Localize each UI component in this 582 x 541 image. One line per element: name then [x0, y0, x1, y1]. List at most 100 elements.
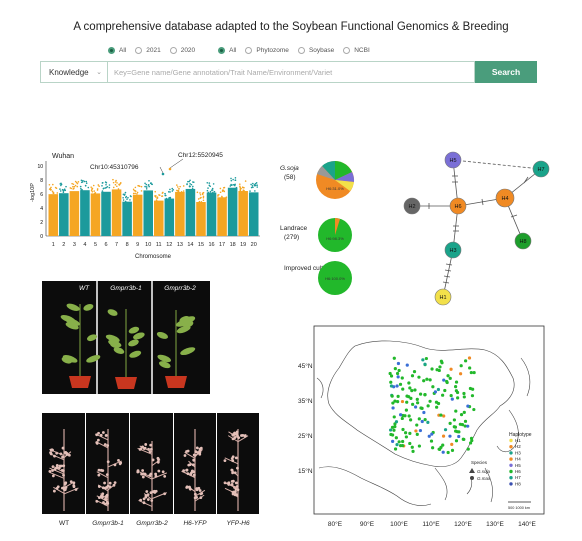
- chromosome-tick: 8: [126, 242, 129, 248]
- snp-point: [122, 193, 125, 196]
- snp-point: [199, 197, 202, 199]
- snp-point: [219, 191, 222, 194]
- snp-point: [182, 185, 185, 187]
- snp-point: [155, 199, 158, 201]
- chromosome-tick: 11: [156, 242, 162, 248]
- snp-point: [82, 179, 84, 182]
- accession-point: [390, 394, 394, 398]
- snp-point: [256, 184, 258, 186]
- chromosome-band: [111, 189, 122, 236]
- pie-center-label: H6:100.0%: [325, 276, 345, 281]
- accession-point: [466, 447, 470, 451]
- snp-point: [56, 192, 59, 194]
- plants-top-group: [60, 303, 196, 389]
- accession-point: [466, 404, 470, 408]
- snp-point: [176, 184, 178, 186]
- accession-point: [401, 387, 405, 391]
- snp-point: [254, 190, 256, 192]
- snp-point: [202, 196, 205, 199]
- plant-image: [48, 429, 79, 511]
- snp-point: [122, 199, 125, 201]
- snp-point: [115, 179, 117, 182]
- accession-point: [457, 430, 461, 434]
- snp-point: [234, 184, 236, 187]
- haplotype-node-label: H1: [439, 295, 446, 301]
- haplotype-node-h7: [532, 160, 550, 178]
- snp-point: [198, 200, 201, 203]
- haplotype-node-label: H7: [537, 167, 544, 173]
- radio-source-soybase[interactable]: Soybase: [297, 47, 334, 54]
- snp-point: [148, 185, 150, 188]
- snp-point: [105, 183, 107, 186]
- snp-point: [230, 179, 233, 182]
- snp-point: [97, 184, 100, 186]
- accession-point: [422, 410, 426, 415]
- accession-point: [411, 449, 415, 454]
- accession-point: [460, 423, 465, 427]
- manhattan-location: Wuhan: [52, 153, 74, 160]
- snp-point: [207, 187, 209, 189]
- radio-source-all[interactable]: All: [218, 47, 236, 54]
- accession-point: [396, 361, 401, 366]
- manhattan-columns: [48, 167, 259, 236]
- lon-label: 80°E: [328, 520, 343, 528]
- pie-group-name: G.soja: [280, 165, 299, 172]
- chromosome-band: [185, 188, 196, 236]
- radio-year-2020[interactable]: 2020: [169, 47, 195, 54]
- snp-point: [252, 186, 254, 189]
- haplotype-node-label: H5: [449, 158, 456, 164]
- pie-gsoja: H6:31.0%: [316, 160, 355, 199]
- snp-point: [217, 195, 219, 197]
- snp-point: [171, 187, 174, 190]
- radio-source-phytozome[interactable]: Phytozome: [245, 47, 289, 54]
- search-input[interactable]: [108, 61, 475, 83]
- snp-point: [178, 187, 180, 190]
- snp-point: [150, 182, 152, 184]
- snp-point: [140, 190, 143, 192]
- snp-point: [206, 189, 209, 192]
- snp-point: [180, 190, 183, 193]
- snp-point: [169, 197, 172, 199]
- snp-point: [112, 178, 114, 181]
- snp-point: [127, 196, 129, 199]
- snp-point: [108, 186, 111, 189]
- accession-point: [468, 386, 473, 391]
- snp-point: [62, 191, 65, 194]
- snp-point: [211, 189, 214, 191]
- snp-point: [167, 191, 170, 193]
- snp-point: [74, 184, 77, 187]
- snp-point: [189, 182, 191, 185]
- snp-point: [126, 198, 128, 200]
- radio-year-all[interactable]: All: [108, 47, 126, 54]
- map-points: [388, 356, 476, 455]
- category-select[interactable]: Knowledge ⌄: [40, 61, 108, 83]
- manhattan-plot-figure: Wuhan Chr10:45310796 Chr12:5520945 -log1…: [28, 146, 268, 264]
- plant-photos-top: WT Gmprr3b-1 Gmprr3b-2: [42, 281, 210, 394]
- pie-group-count: (58): [284, 174, 296, 181]
- radio-source-ncbi[interactable]: NCBI: [343, 47, 370, 54]
- snp-point: [87, 186, 90, 189]
- snp-point: [129, 199, 131, 201]
- snp-point: [235, 186, 238, 189]
- snp-point: [90, 189, 93, 192]
- snp-point: [59, 190, 62, 192]
- snp-point: [129, 195, 132, 197]
- haplotype-node-label: H2: [408, 204, 415, 210]
- legend-item: H8: [515, 481, 521, 486]
- chromosome-band: [175, 191, 185, 236]
- accession-point: [454, 389, 458, 393]
- plant-image: [156, 310, 196, 388]
- accession-point: [452, 425, 456, 429]
- plant-label-mut1: Gmprr3b-1: [110, 285, 142, 292]
- snp-point: [182, 190, 185, 192]
- plant-image: [136, 441, 168, 511]
- radio-year-2021[interactable]: 2021: [135, 47, 161, 54]
- search-button[interactable]: Search: [475, 61, 537, 83]
- accession-point: [419, 406, 423, 410]
- plant-image: [105, 309, 145, 389]
- chromosome-tick: 3: [73, 242, 76, 248]
- plants-bottom-group: [48, 413, 260, 514]
- y-tick: 8: [40, 178, 43, 184]
- chevron-down-icon: ⌄: [96, 69, 102, 76]
- accession-point: [462, 391, 466, 396]
